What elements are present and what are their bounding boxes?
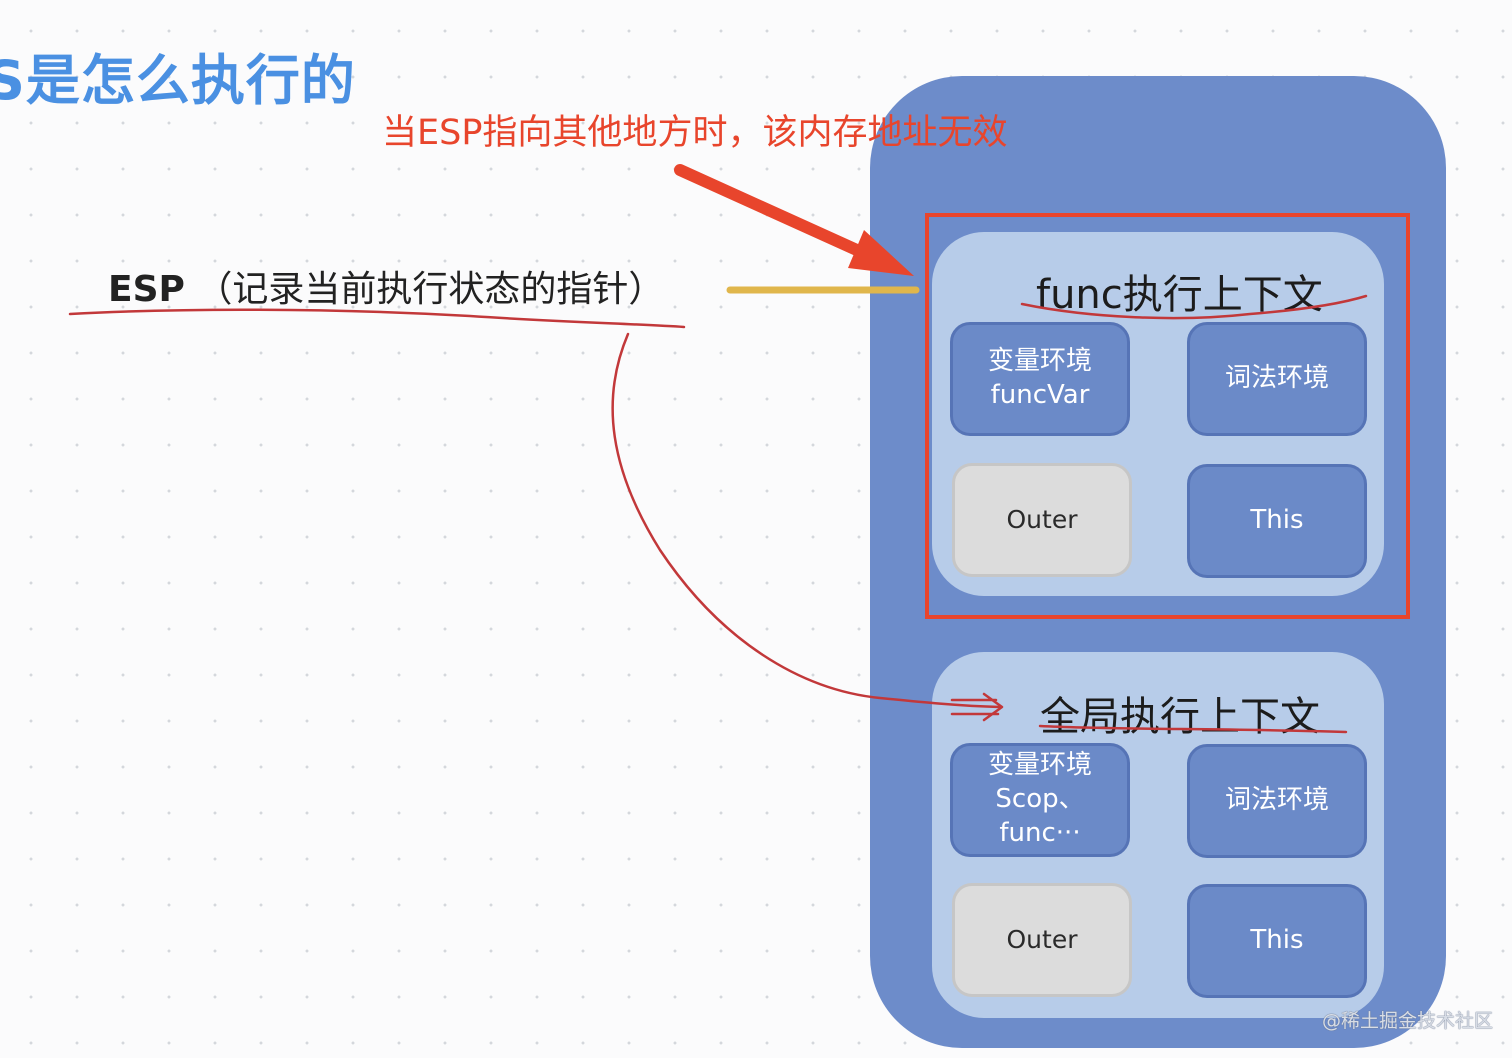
esp-annotation-note: 当ESP指向其他地方时，该内存地址无效 (382, 113, 1008, 153)
global-variable-environment-value-more: func··· (999, 817, 1081, 848)
esp-description: （记录当前执行状态的指针） (196, 269, 665, 310)
global-this: This (1187, 884, 1367, 998)
red-arrow-shaft (674, 164, 876, 262)
global-variable-environment-value: Scop、 (995, 784, 1085, 815)
func-outer-label: Outer (1006, 504, 1078, 534)
global-lexical-environment: 词法环境 (1187, 744, 1367, 858)
func-this-label: This (1250, 505, 1304, 536)
global-lexical-environment-label: 词法环境 (1224, 785, 1329, 816)
global-outer: Outer (952, 883, 1132, 997)
esp-name: ESP (108, 269, 185, 310)
global-this-label: This (1250, 925, 1304, 956)
global-variable-environment-label: 变量环境 (987, 750, 1092, 781)
global-context-title: 全局执行上下文 (1040, 694, 1320, 740)
page-title: S是怎么执行的 (0, 49, 356, 112)
func-lexical-environment-label: 词法环境 (1224, 363, 1329, 394)
func-lexical-environment: 词法环境 (1187, 322, 1367, 436)
func-variable-environment-label: 变量环境 (987, 346, 1092, 377)
func-variable-environment-value: funcVar (990, 380, 1090, 410)
func-this: This (1187, 464, 1367, 578)
esp-underline-stroke (68, 308, 686, 329)
global-outer-label: Outer (1006, 924, 1078, 954)
func-context-highlight-box (925, 213, 1410, 619)
global-variable-environment: 变量环境 Scop、 func··· (950, 743, 1130, 857)
esp-label: ESP （记录当前执行状态的指针） (108, 260, 664, 312)
watermark: @稀土掘金技术社区 (1322, 1010, 1494, 1032)
